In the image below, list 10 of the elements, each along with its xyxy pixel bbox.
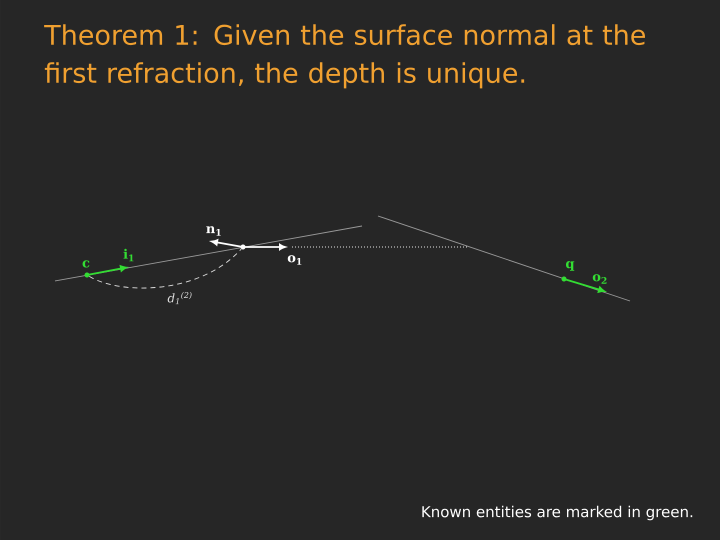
title: Theorem 1: Given the surface normal at the first refraction, the depth is unique. bbox=[44, 24, 645, 88]
node-label: q bbox=[566, 261, 574, 271]
point: q bbox=[562, 261, 574, 282]
edge-label: d$_{1}$(2) bbox=[168, 292, 192, 304]
point bbox=[240, 244, 246, 250]
vector-label: o$_{1}$ bbox=[288, 255, 302, 265]
note: Known entities are marked in green. bbox=[422, 506, 692, 520]
node-label: c bbox=[82, 260, 90, 268]
dashed-arc bbox=[88, 248, 242, 288]
point: c bbox=[82, 260, 90, 278]
